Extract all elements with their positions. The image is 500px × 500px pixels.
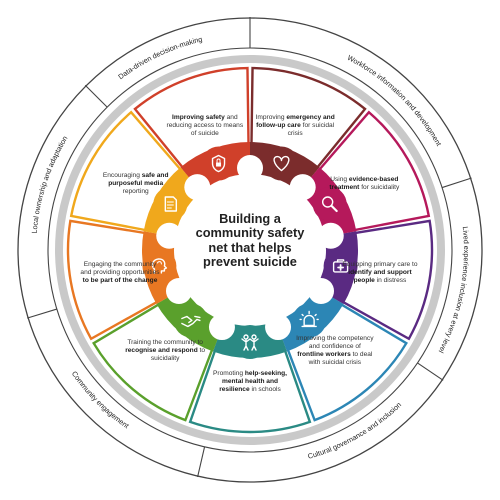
segment-text-training: Training the community to recognise and … [125,339,205,363]
segment-text-emphasis: help-seeking, mental health and resilien… [219,369,288,394]
segment-text-part: Improving the competency and confidence … [296,335,374,351]
segment-text-part: for suicidality [359,184,400,191]
magnifier-icon [321,196,338,213]
segment-text-emphasis: Improving safety [172,113,225,121]
segment-text-emphasis: recognise and respond [125,347,198,355]
segment-text-part: to suicidality [150,347,206,363]
segment-text-part: Improving [255,113,287,121]
segment-text-part: Using [330,175,349,183]
segment-text-part: for suicidal crisis [287,121,335,137]
segment-text-part: Encouraging [102,171,142,179]
segment-text-primary-care: Equipping primary care to identify and s… [340,261,420,285]
children-icon [241,334,259,351]
heart-icon [273,155,290,172]
segment-text-part: Promoting [212,369,245,377]
segment-text-emphasis: evidence-based treatment [329,175,399,191]
shield-lock-icon [211,154,226,173]
segment-text-emphasis: to be part of the change [82,276,158,284]
segment-text-emphasis: safe and purposeful media [108,171,169,187]
segment-text-part: and reducing access to means of suicide [166,113,244,137]
segment-text-evidence: Using evidence-based treatment for suici… [324,176,404,192]
segment-text-part: Equipping primary care to [342,260,418,268]
first-aid-kit-icon [332,259,349,273]
segment-text-frontline: Improving the competency and confidence … [295,335,375,367]
segment-text-safety: Improving safety and reducing access to … [165,114,245,138]
segment-text-part: in distress [374,276,407,284]
segment-text-emphasis: emergency and follow-up care [256,113,335,129]
segment-text-part: Engaging the community and providing opp… [80,260,160,276]
segment-text-part: to deal with suicidal crisis [308,351,373,367]
segment-text-schools: Promoting help-seeking, mental health an… [210,370,290,394]
document-icon [164,196,178,212]
segment-text-emergency: Improving emergency and follow-up care f… [255,114,335,138]
segment-text-part: Training the community to [127,339,203,347]
alarm-light-icon [299,310,319,328]
segment-text-part: in schools [249,386,281,394]
speech-head-icon [151,258,168,274]
wheel-title: Building a community safety net that hel… [195,211,305,269]
segment-text-engaging: Engaging the community and providing opp… [80,261,160,285]
segment-text-media: Encouraging safe and purposeful media re… [96,172,176,196]
segment-text-emphasis: frontline workers [297,351,351,359]
handshake-icon [181,315,201,328]
segment-text-emphasis: identify and support people [348,268,412,284]
segment-text-part: reporting [122,188,149,196]
hub-center-top [180,180,320,320]
grey-ring [55,55,445,445]
